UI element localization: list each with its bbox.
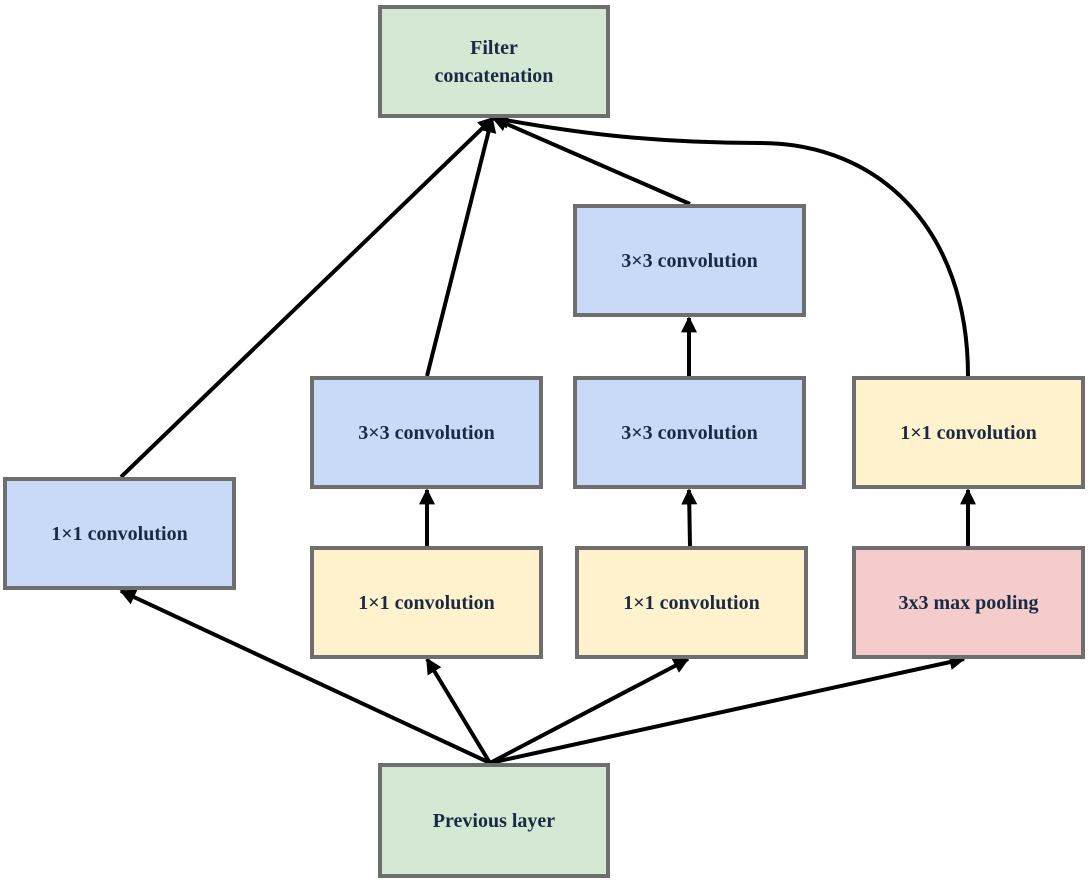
previous-layer-label: Previous layer — [432, 809, 556, 832]
filter-concatenation-box: Filter concatenation — [378, 5, 610, 118]
arrow-prev-to-branch1 — [119, 589, 491, 765]
branch4-conv-1x1-label: 1×1 convolution — [900, 421, 1037, 444]
branch1-conv-1x1-box: 1×1 convolution — [3, 477, 236, 590]
arrow-branch1-to-concat — [119, 116, 495, 479]
branch4-max-pooling-box: 3x3 max pooling — [852, 546, 1085, 659]
branch4-max-pooling-label: 3x3 max pooling — [898, 591, 1039, 614]
branch3-conv-3x3-top-box: 3×3 convolution — [573, 204, 806, 317]
arrow-prev-to-branch4 — [489, 654, 966, 765]
arrow-branch2-to-concat — [425, 116, 497, 377]
filter-concatenation-label-line1: Filter — [470, 36, 518, 59]
branch3-conv-1x1-box: 1×1 convolution — [575, 546, 808, 659]
branch3-conv-3x3-top-label: 3×3 convolution — [621, 249, 758, 272]
branch2-conv-3x3-label: 3×3 convolution — [358, 421, 495, 444]
arrow-prev-to-branch3 — [489, 657, 690, 765]
previous-layer-box: Previous layer — [378, 763, 610, 878]
branch3-conv-1x1-label: 1×1 convolution — [623, 591, 760, 614]
branch2-conv-1x1-box: 1×1 convolution — [310, 546, 543, 659]
filter-concatenation-label-line2: concatenation — [434, 64, 554, 87]
branch1-conv-1x1-label: 1×1 convolution — [51, 522, 188, 545]
arrow-branch4-to-concat — [492, 112, 970, 377]
branch4-conv-1x1-box: 1×1 convolution — [852, 376, 1085, 489]
arrow-branch3-to-concat — [491, 116, 691, 206]
branch3-conv-3x3-middle-box: 3×3 convolution — [573, 376, 806, 489]
arrow-branch3-1x1-to-3x3 — [681, 488, 698, 547]
arrow-prev-to-branch2 — [425, 657, 492, 765]
branch3-conv-3x3-middle-label: 3×3 convolution — [621, 421, 758, 444]
branch2-conv-1x1-label: 1×1 convolution — [358, 591, 495, 614]
branch2-conv-3x3-box: 3×3 convolution — [310, 376, 543, 489]
